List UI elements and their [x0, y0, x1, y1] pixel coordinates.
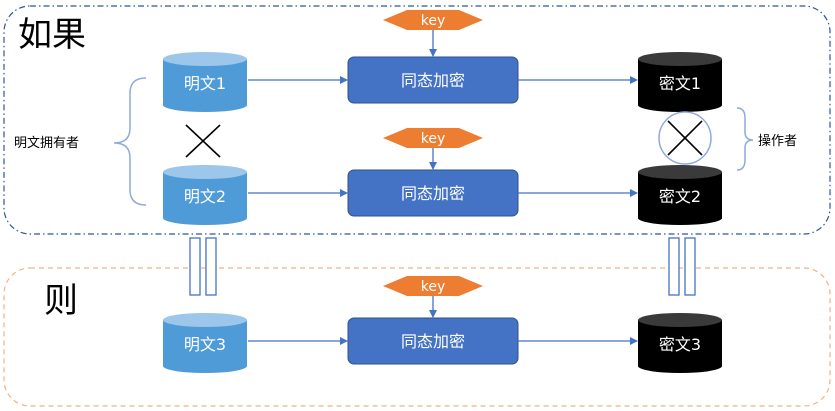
key-1-shape: [383, 10, 483, 30]
plaintext-3-cylinder-body: [163, 320, 247, 373]
ciphertext-3-cylinder-body: [638, 320, 722, 373]
right-brace: [736, 107, 754, 171]
ciphertext-3-label: 密文3: [659, 335, 701, 354]
key-3-shape: [383, 276, 483, 296]
key-2-shape: [383, 128, 483, 148]
key-1-label: key: [421, 13, 446, 29]
plaintext-2-cylinder-body: [163, 172, 247, 225]
process-2-label: 同态加密: [401, 184, 465, 203]
ciphertext-2-cylinder-body: [638, 172, 722, 225]
bottom-group-title: 则: [44, 281, 78, 321]
plaintext-2-label: 明文2: [184, 187, 226, 206]
plaintext-2-cylinder-top: [163, 165, 247, 179]
ciphertext-1-label: 密文1: [659, 74, 701, 93]
key-2-label: key: [421, 131, 446, 147]
top-group-title: 如果: [18, 15, 86, 55]
process-1-label: 同态加密: [401, 71, 465, 90]
plaintext-3-cylinder-top: [163, 313, 247, 327]
ciphertext-2-label: 密文2: [659, 187, 701, 206]
not-equal-cross: [185, 124, 221, 158]
left-label-plaintext-owner: 明文拥有者: [14, 136, 79, 151]
key-3-label: key: [421, 279, 446, 295]
circled-cross-icon: [658, 111, 712, 165]
plaintext-1-cylinder-top: [163, 52, 247, 66]
ciphertext-1-cylinder-body: [638, 59, 722, 112]
ciphertext-1-cylinder-top: [638, 52, 722, 66]
ciphertext-2-cylinder-top: [638, 165, 722, 179]
plaintext-3-label: 明文3: [184, 335, 226, 354]
bottom-group-box: [3, 267, 831, 407]
ciphertext-3-cylinder-top: [638, 313, 722, 327]
plaintext-1-label: 明文1: [184, 74, 226, 93]
left-brace: [113, 77, 147, 206]
top-group-box: [3, 5, 831, 235]
plaintext-1-cylinder-body: [163, 59, 247, 112]
equals-sign-right: [668, 237, 696, 296]
equals-sign-left: [189, 237, 217, 296]
right-label-operator: 操作者: [758, 133, 797, 149]
process-3-label: 同态加密: [401, 332, 465, 351]
